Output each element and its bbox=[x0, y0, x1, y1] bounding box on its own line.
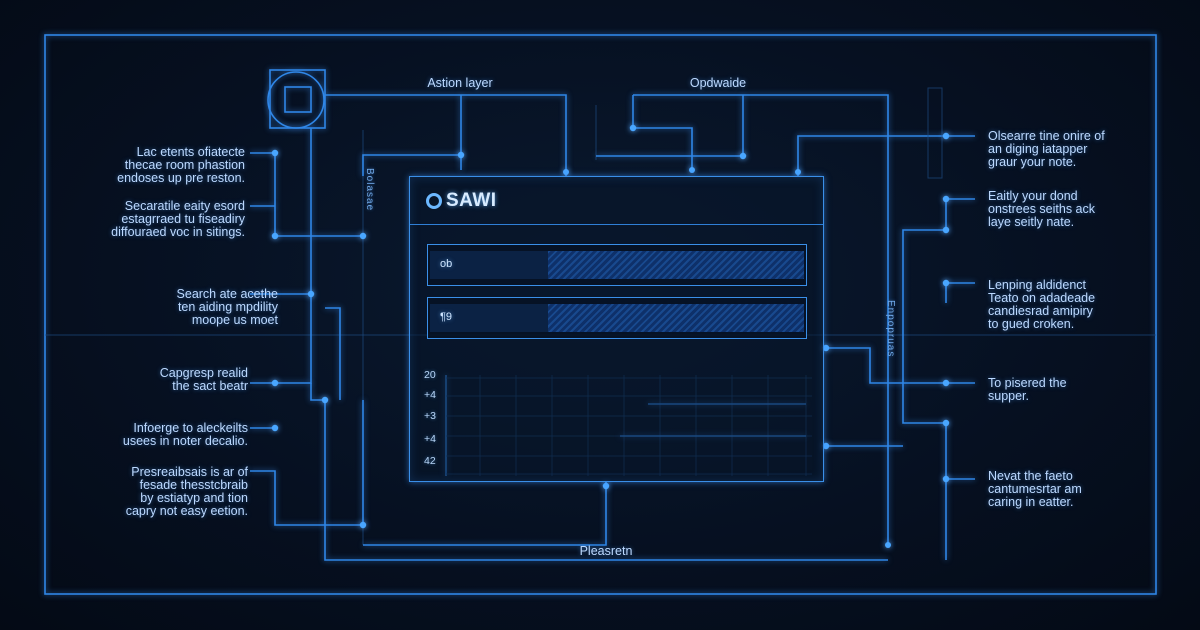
grid-tick: +4 bbox=[424, 389, 436, 401]
top-node-box bbox=[269, 69, 326, 129]
left-annotation-6: Presreaibsais is ar of fesade thesstcbra… bbox=[125, 465, 248, 518]
top-node-circle bbox=[267, 71, 325, 129]
right-annotation-1: Olsearre tine onire of an diging iatappe… bbox=[988, 129, 1105, 169]
wire-right-4 bbox=[826, 347, 975, 384]
left-annotation-5: Infoerge to aleckeilts usees in noter de… bbox=[122, 421, 248, 448]
progress-bar-2-fill bbox=[548, 304, 804, 332]
left-annotation-2: Secaratile eaity esord estagrraed tu fis… bbox=[111, 199, 245, 239]
progress-bar-2: ¶9 bbox=[427, 297, 807, 339]
outer-frame bbox=[44, 34, 1157, 595]
panel-header: SAWI bbox=[410, 177, 823, 225]
label-action-layer: Astion layer bbox=[427, 76, 493, 90]
progress-bar-1-label: ob bbox=[440, 258, 453, 270]
wire-panel-bottom bbox=[363, 482, 607, 546]
wire-left-1 bbox=[250, 152, 363, 237]
wire-right-2 bbox=[902, 198, 975, 560]
right-guide-box bbox=[927, 87, 943, 179]
grid-tick: +3 bbox=[424, 410, 436, 422]
grid-tick: 20 bbox=[424, 369, 436, 381]
progress-bar-2-label: ¶9 bbox=[440, 311, 453, 323]
progress-bar-1-fill bbox=[548, 251, 804, 279]
progress-bar-1: ob bbox=[427, 244, 807, 286]
central-panel: SAWI ob ¶9 20 +4 +3 +4 42 bbox=[409, 176, 824, 482]
wire-right-1 bbox=[797, 135, 946, 176]
wire-action-layer bbox=[362, 95, 462, 176]
wire-opdwaide bbox=[632, 95, 693, 170]
label-opdwaide: Opdwaide bbox=[689, 76, 747, 90]
right-annotation-4: To pisered the supper. bbox=[988, 376, 1067, 403]
grid-tick: +4 bbox=[424, 433, 436, 445]
wire-left-mid bbox=[325, 307, 341, 400]
brand-text: SAWI bbox=[446, 190, 497, 211]
panel-brand: SAWI bbox=[426, 190, 497, 212]
grid-tick: 42 bbox=[424, 455, 436, 467]
vertical-label-left: Bolasae bbox=[364, 168, 375, 212]
top-node-inner bbox=[284, 86, 312, 113]
wire-top-left bbox=[325, 94, 567, 176]
junction-dots bbox=[271, 124, 950, 548]
wire-opdwaide-2 bbox=[596, 95, 744, 157]
brand-logo-icon bbox=[426, 193, 442, 209]
right-annotation-5: Nevat the faeto cantumesrtar am caring i… bbox=[988, 469, 1082, 509]
left-annotation-1: Lac etents ofiatecte thecae room phastio… bbox=[117, 145, 245, 185]
right-annotation-3: Lenping aldidenct Teato on adadeade cand… bbox=[988, 278, 1096, 331]
left-annotation-4: Capgresp realid the sact beatr bbox=[159, 366, 248, 393]
wire-right-3 bbox=[945, 282, 975, 303]
left-annotation-3: Search ate acethe ten aiding mpdility mo… bbox=[176, 287, 278, 327]
right-annotation-2: Eaitly your dond onstrees seiths ack lay… bbox=[988, 189, 1095, 229]
wire-top-right bbox=[633, 94, 889, 545]
label-bottom: Pleasretn bbox=[579, 544, 633, 558]
wire-left-6 bbox=[250, 400, 364, 526]
vertical-label-right: Enpopruas bbox=[885, 300, 896, 358]
